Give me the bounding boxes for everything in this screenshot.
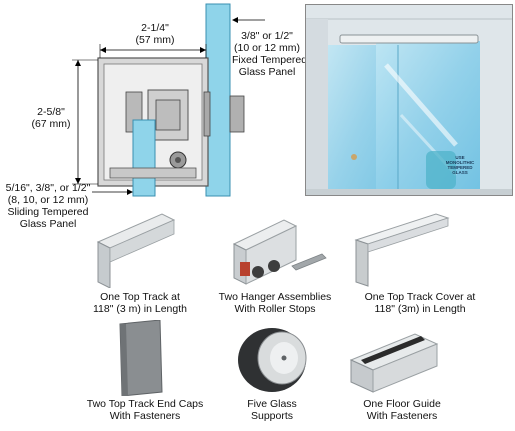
sliding-panel-thickness-in: 5/16", 3/8", or 1/2" [5, 182, 91, 194]
caption-cover-line1: One Top Track Cover at [364, 291, 476, 303]
caption-top-track: One Top Track at 118" (3 m) in Length [70, 291, 210, 315]
caption-supports-line1: Five Glass [247, 398, 297, 410]
caption-supports-line2: Supports [250, 410, 294, 422]
top-track-image [96, 213, 176, 289]
caption-top-track-line2: 118" (3 m) in Length [92, 303, 187, 315]
caption-floor-guide-line1: One Floor Guide [363, 398, 441, 410]
hanger-assembly-image [232, 219, 327, 285]
sliding-panel-type: Sliding Tempered [7, 206, 89, 218]
fixed-panel-type: Fixed Tempered [232, 54, 308, 66]
floor-guide-in-photo [426, 151, 456, 189]
caption-top-track-cover: One Top Track Cover at 118" (3m) in Leng… [340, 291, 500, 315]
caption-end-caps-line2: With Fasteners [109, 410, 181, 422]
installation-photo: USE MONOLITHIC TEMPERED GLASS [305, 4, 513, 196]
floor-guide-image [349, 333, 439, 393]
cross-section-drawing [72, 3, 265, 197]
caption-glass-supports: Five Glass Supports [212, 398, 332, 422]
height-dimension-inches: 2-5/8" [37, 106, 65, 118]
end-cap-image [119, 319, 163, 397]
part-glass-supports [232, 322, 312, 394]
sticker-line-2: MONOLITHIC [445, 160, 475, 165]
fixed-panel-label: 3/8" or 1/2" (10 or 12 mm) Fixed Tempere… [232, 30, 308, 78]
part-top-track-cover [350, 212, 460, 288]
part-top-track [92, 212, 182, 289]
caption-end-caps-line1: Two Top Track End Caps [86, 398, 204, 410]
sliding-panel-thickness-mm: (8, 10, or 12 mm) [7, 194, 89, 206]
installation-photo-drawing [306, 5, 512, 195]
fixed-panel-thickness-mm: (10 or 12 mm) [234, 42, 300, 54]
caption-floor-guide-line2: With Fasteners [366, 410, 438, 422]
cross-section-diagram: 2-1/4" (57 mm) 2-5/8" (67 mm) 3/8" or 1/… [0, 0, 308, 240]
glass-support-image [238, 328, 307, 392]
height-dimension-label: 2-5/8" (67 mm) [24, 106, 78, 130]
width-dimension-mm: (57 mm) [135, 34, 175, 46]
sticker-line-3: TEMPERED [447, 165, 473, 170]
caption-hanger-line2: With Roller Stops [234, 303, 316, 315]
width-dimension-inches: 2-1/4" [141, 22, 169, 34]
sticker-line-4: GLASS [452, 170, 468, 175]
caption-top-track-line1: One Top Track at [100, 291, 180, 303]
height-dimension-mm: (67 mm) [31, 118, 71, 130]
caption-end-caps: Two Top Track End Caps With Fasteners [70, 398, 220, 422]
sliding-panel-label: 5/16", 3/8", or 1/2" (8, 10, or 12 mm) S… [2, 182, 94, 230]
caption-hanger-line1: Two Hanger Assemblies [218, 291, 332, 303]
part-floor-guide [345, 330, 445, 394]
caption-hanger-assemblies: Two Hanger Assemblies With Roller Stops [205, 291, 345, 315]
part-end-caps [112, 319, 172, 397]
top-track-cover-image [354, 213, 450, 287]
sliding-glass-panel [132, 119, 156, 197]
fixed-panel-name: Glass Panel [238, 66, 296, 78]
fixed-panel-thickness-in: 3/8" or 1/2" [241, 30, 293, 42]
top-track-rail [339, 34, 479, 44]
part-hanger-assemblies [222, 214, 332, 288]
sliding-panel-name: Glass Panel [19, 218, 77, 230]
width-dimension-label: 2-1/4" (57 mm) [110, 22, 200, 46]
sticker-line-1: USE [455, 155, 465, 160]
caption-floor-guide: One Floor Guide With Fasteners [332, 398, 472, 422]
caption-cover-line2: 118" (3m) in Length [374, 303, 466, 315]
glass-warning-sticker: USE MONOLITHIC TEMPERED GLASS [439, 155, 481, 175]
